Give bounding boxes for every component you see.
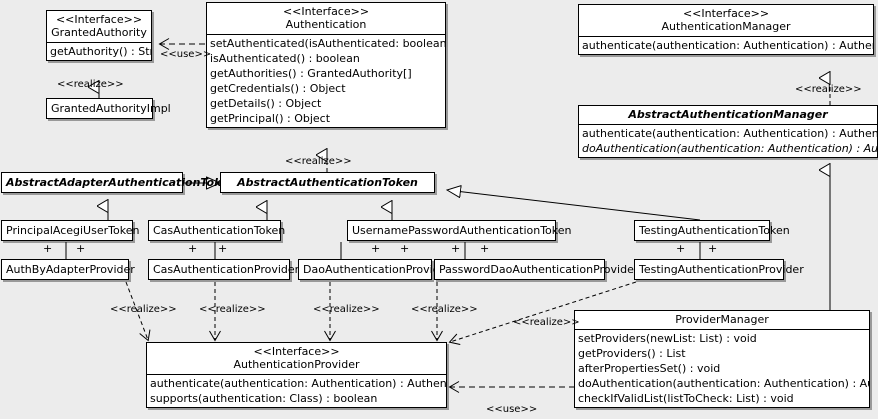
class-box-cas-authentication-token[interactable]: CasAuthenticationToken [148,220,286,241]
edge-label-realize-authentication: <<realize>> [285,156,352,167]
class-member: setProviders(newList: List) : void [578,332,757,345]
class-box-testing-authentication-provider[interactable]: TestingAuthenticationProvider [634,259,804,280]
edge-label-realize-password-dao-provider: <<realize>> [411,304,478,315]
class-name-label: AbstractAdapterAuthenticationToken [6,176,237,189]
class-name-label: CasAuthenticationProvider [153,263,300,276]
class-header-authentication-provider: <<Interface>> AuthenticationProvider [147,343,446,374]
multiplicity-plus: + [371,242,381,255]
edge-label-use-authentication: <<use>> [160,49,212,60]
class-member: getDetails() : Object [210,97,322,110]
multiplicity-plus: + [451,242,461,255]
class-header-authentication-manager: <<Interface>> AuthenticationManager [579,5,873,36]
class-name-label: AbstractAuthenticationManager [628,108,828,121]
class-member: getPrincipal() : Object [210,112,331,125]
members-compartment: getAuthority() : String [47,42,151,60]
class-header-granted-authority: <<Interface>> GrantedAuthority [47,11,151,42]
class-name-label: ProviderManager [675,313,769,326]
multiplicity-plus: + [400,242,410,255]
class-name-label: CasAuthenticationToken [153,224,286,237]
class-name-label: DaoAuthenticationProvider [303,263,451,276]
class-member: authenticate(authentication: Authenticat… [582,127,877,140]
multiplicity-plus: + [188,242,198,255]
members-compartment: setAuthenticated(isAuthenticated: boolea… [207,34,445,127]
class-box-provider-manager[interactable]: ProviderManager setProviders(newList: Li… [574,310,870,408]
class-name-label: GrantedAuthorityImpl [51,102,171,115]
class-box-dao-authentication-provider[interactable]: DaoAuthenticationProvider [298,259,451,280]
class-member: checkIfValidList(listToCheck: List) : vo… [578,392,794,405]
multiplicity-plus: + [43,242,53,255]
multiplicity-plus: + [676,242,686,255]
class-member: doAuthentication(authentication: Authent… [578,377,869,390]
class-member: authenticate(authentication: Authenticat… [150,377,446,390]
class-box-authentication[interactable]: <<Interface>> Authentication setAuthenti… [206,2,446,128]
multiplicity-plus: + [480,242,490,255]
edge-label-realize-testing-provider: <<realize>> [513,317,580,328]
class-box-username-password-authentication-token[interactable]: UsernamePasswordAuthenticationToken [347,220,572,241]
class-member: doAuthentication(authentication: Authent… [582,142,877,155]
class-box-auth-by-adapter-provider[interactable]: AuthByAdapterProvider [1,259,135,280]
class-member: getAuthorities() : GrantedAuthority[] [210,67,412,80]
class-box-granted-authority[interactable]: <<Interface>> GrantedAuthority getAuthor… [46,10,152,61]
edge-label-realize-cas-provider: <<realize>> [199,304,266,315]
edge-label-realize-granted-authority: <<realize>> [57,79,124,90]
edge-label-use-provider-manager: <<use>> [486,404,538,415]
edge-label-realize-auth-manager: <<realize>> [795,84,862,95]
members-compartment: authenticate(authentication: Authenticat… [579,124,877,157]
class-box-principal-acegi-user-token[interactable]: PrincipalAcegiUserToken [1,220,140,241]
class-name-label: PasswordDaoAuthenticationProvider [439,263,639,276]
multiplicity-plus: + [76,242,86,255]
class-header-authentication: <<Interface>> Authentication [207,3,445,34]
class-member: isAuthenticated() : boolean [210,52,360,65]
class-name-label: PrincipalAcegiUserToken [6,224,140,237]
class-box-authentication-manager[interactable]: <<Interface>> AuthenticationManager auth… [578,4,874,55]
class-member: getCredentials() : Object [210,82,346,95]
class-box-cas-authentication-provider[interactable]: CasAuthenticationProvider [148,259,300,280]
class-member: authenticate(authentication: Authenticat… [582,39,873,52]
stereotype-label: <<Interface>> [55,13,143,26]
members-compartment: setProviders(newList: List) : void getPr… [575,329,869,407]
class-box-abstract-authentication-token[interactable]: AbstractAuthenticationToken [220,172,435,193]
class-box-password-dao-authentication-provider[interactable]: PasswordDaoAuthenticationProvider [434,259,639,280]
edge-label-realize-dao-provider: <<realize>> [313,304,380,315]
class-member: supports(authentication: Class) : boolea… [150,392,378,405]
class-name-label: TestingAuthenticationProvider [639,263,804,276]
members-compartment: authenticate(authentication: Authenticat… [147,374,446,407]
class-box-abstract-adapter-authentication-token[interactable]: AbstractAdapterAuthenticationToken [1,172,237,193]
class-box-testing-authentication-token[interactable]: TestingAuthenticationToken [634,220,790,241]
edge-label-realize-auth-by-adapter: <<realize>> [110,304,177,315]
stereotype-label: <<Interface>> [253,345,340,358]
class-member: setAuthenticated(isAuthenticated: boolea… [210,37,445,50]
multiplicity-plus: + [218,242,228,255]
class-header-abstract-authentication-manager: AbstractAuthenticationManager [579,106,877,124]
class-name-label: AbstractAuthenticationToken [237,176,418,189]
class-box-granted-authority-impl[interactable]: GrantedAuthorityImpl [46,98,171,119]
class-name-label: AuthenticationManager [661,20,791,33]
class-member: afterPropertiesSet() : void [578,362,721,375]
stereotype-label: <<Interface>> [682,7,770,20]
class-member: getAuthority() : String [50,45,151,58]
class-name-label: AuthByAdapterProvider [6,263,135,276]
members-compartment: authenticate(authentication: Authenticat… [579,36,873,54]
class-header-provider-manager: ProviderManager [575,311,869,329]
class-member: getProviders() : List [578,347,686,360]
class-box-abstract-authentication-manager[interactable]: AbstractAuthenticationManager authentica… [578,105,878,158]
stereotype-label: <<Interface>> [282,5,370,18]
class-name-label: Authentication [285,18,367,31]
class-name-label: TestingAuthenticationToken [639,224,790,237]
class-name-label: UsernamePasswordAuthenticationToken [352,224,572,237]
multiplicity-plus: + [708,242,718,255]
class-name-label: AuthenticationProvider [233,358,360,371]
class-box-authentication-provider[interactable]: <<Interface>> AuthenticationProvider aut… [146,342,447,408]
class-name-label: GrantedAuthority [51,26,147,39]
